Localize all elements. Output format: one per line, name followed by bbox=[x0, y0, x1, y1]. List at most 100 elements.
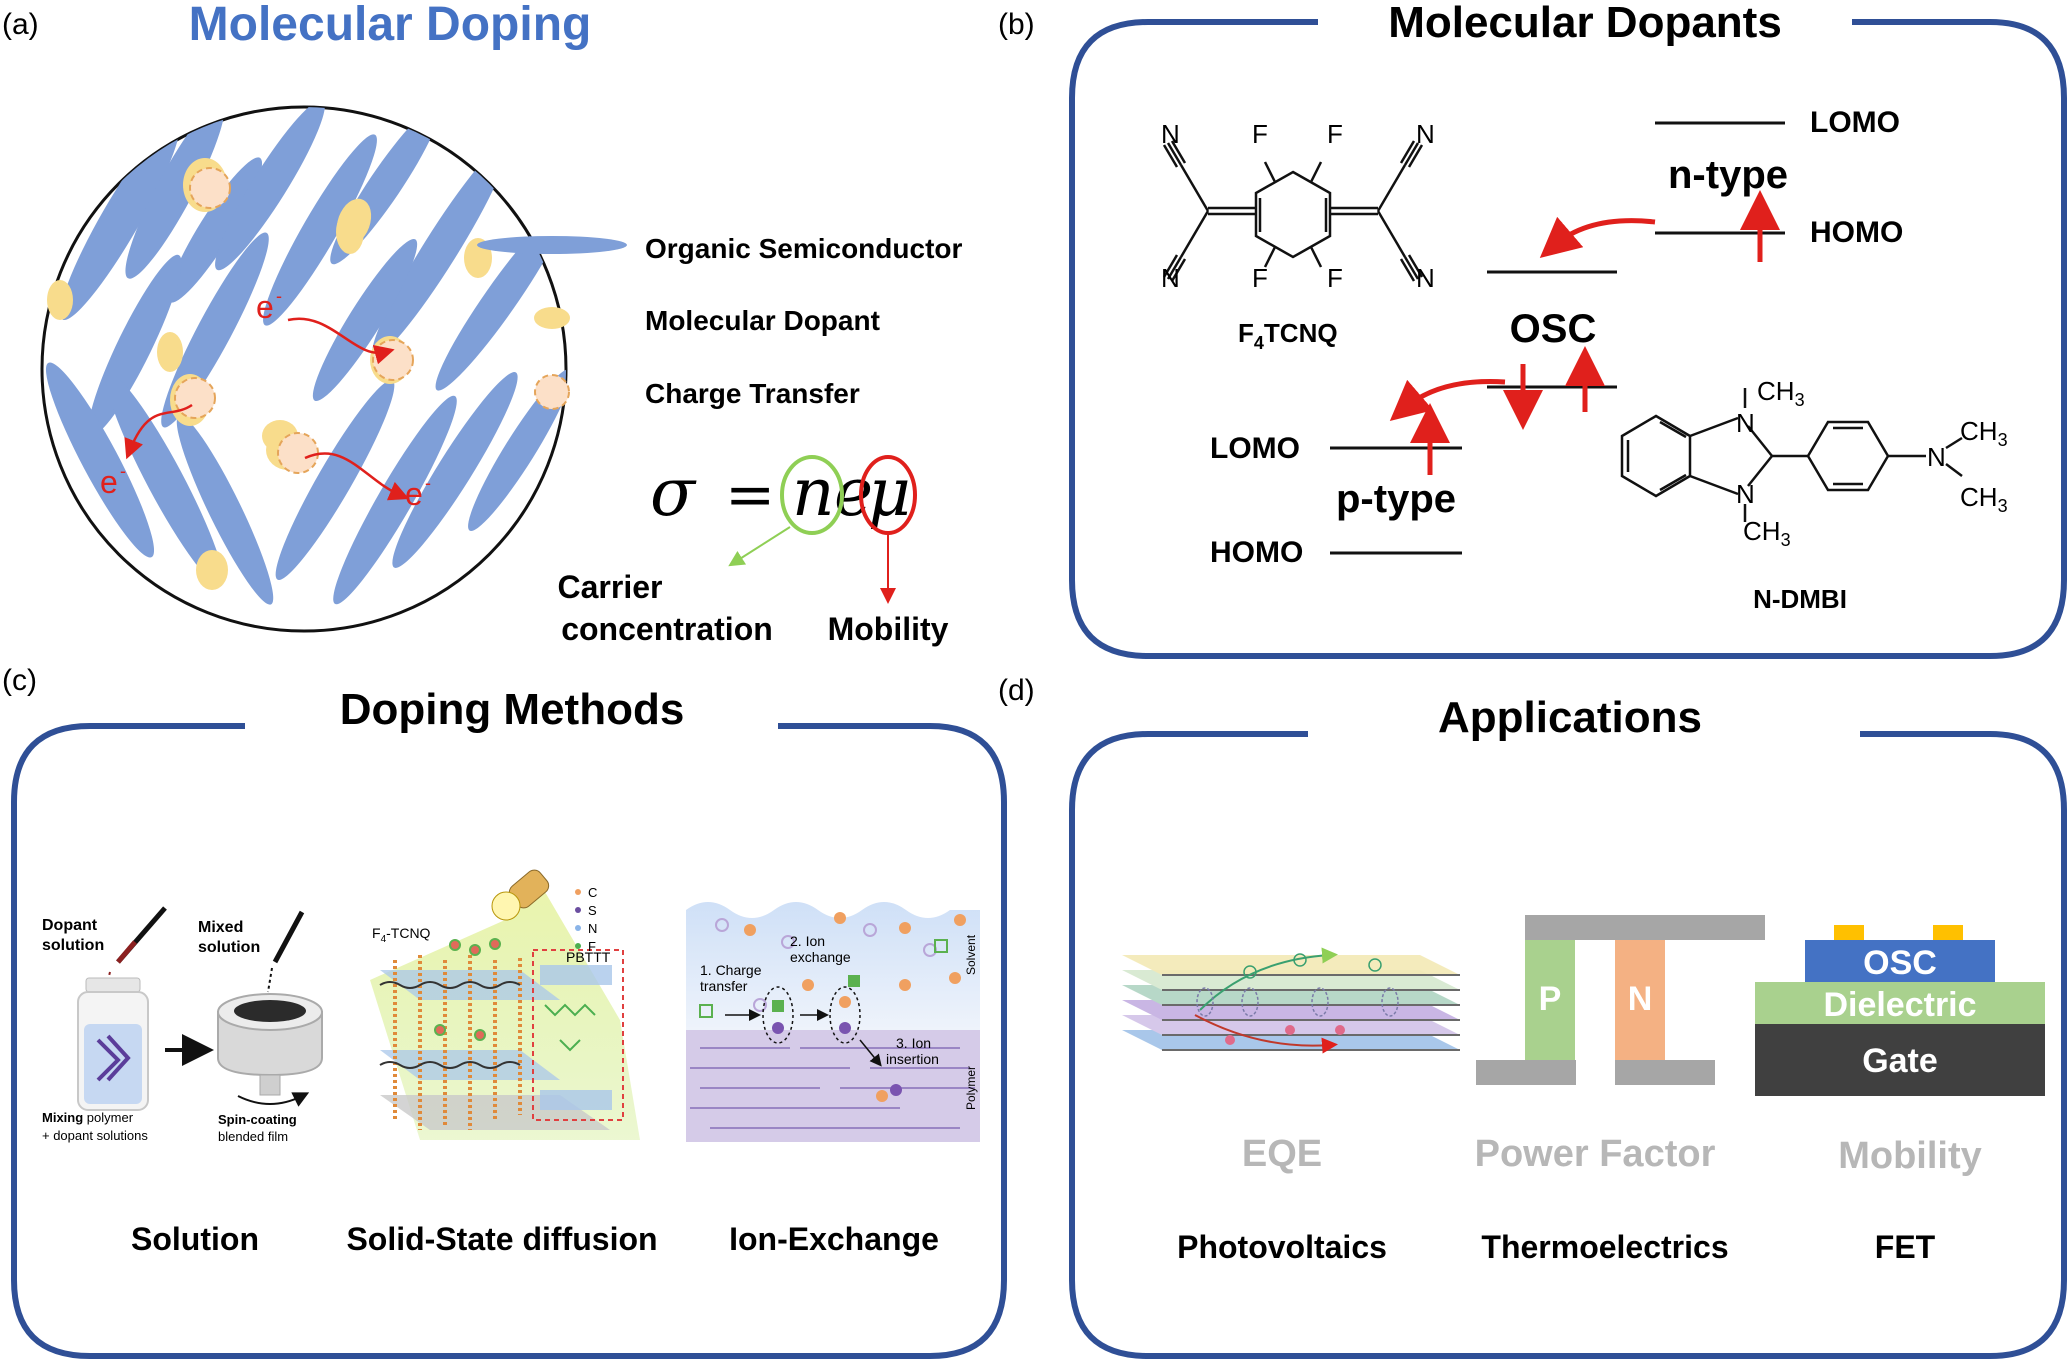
fet-device: OSC Dielectric Gate bbox=[1755, 925, 2045, 1096]
metric-eqe: EQE bbox=[1242, 1133, 1322, 1175]
f4tcnq-structure bbox=[1162, 140, 1424, 282]
legend-transfer-label: Charge Transfer bbox=[645, 378, 860, 409]
metric-power-factor: Power Factor bbox=[1475, 1133, 1716, 1175]
legend-transfer-swatch bbox=[534, 374, 570, 410]
spin-caption-2: blended film bbox=[218, 1129, 288, 1144]
p-type-lomo-label: LOMO bbox=[1210, 432, 1300, 465]
metric-mobility: Mobility bbox=[1838, 1135, 1982, 1177]
diffusion-f4tcnq-label: F4-TCNQ bbox=[372, 925, 431, 945]
ndmbi-atom-n2: N bbox=[1736, 479, 1755, 509]
fet-osc-layer bbox=[1805, 940, 1995, 982]
ionex-step3-1: 3. Ion bbox=[896, 1035, 931, 1051]
panel-a-label: (a) bbox=[2, 8, 39, 41]
carrier-label-2: concentration bbox=[561, 611, 773, 647]
panel-c-frame bbox=[11, 723, 1007, 1359]
ndmbi-name: N-DMBI bbox=[1753, 584, 1847, 614]
element-f: F bbox=[588, 939, 596, 954]
f4tcnq-atom-n2: N bbox=[1416, 119, 1435, 149]
mixed-solution-label-1: Mixed bbox=[198, 919, 243, 936]
thermo-n-leg bbox=[1615, 940, 1665, 1060]
panel-a-legend: Organic Semiconductor Molecular Dopant C… bbox=[477, 233, 962, 410]
ion-exchange-illustration: 1. Charge transfer 2. Ion exchange 3. Io… bbox=[686, 902, 980, 1142]
carrier-label-1: Carrier bbox=[558, 569, 663, 605]
method-ionex-label: Ion-Exchange bbox=[729, 1221, 939, 1257]
ndmbi-structure bbox=[1620, 388, 1963, 522]
thermoelectric-device: P N bbox=[1476, 915, 1765, 1085]
conductivity-equation: σ = n e μ Carrier concentration Mobility bbox=[558, 454, 949, 647]
f4tcnq-atom-f1: F bbox=[1252, 119, 1268, 149]
panel-d-title: Applications bbox=[1438, 693, 1702, 742]
ionex-step1-2: transfer bbox=[700, 978, 748, 994]
p-type-label: p-type bbox=[1336, 477, 1456, 521]
electron-label-1: e bbox=[256, 289, 274, 325]
carrier-arrow bbox=[728, 526, 791, 567]
semiconductor-circle: e - e - e - bbox=[40, 105, 568, 633]
fet-gate-layer bbox=[1755, 1024, 2045, 1096]
fet-gate-label: Gate bbox=[1862, 1042, 1938, 1080]
electron-sup-1: - bbox=[276, 286, 282, 306]
n-type-lomo-label: LOMO bbox=[1810, 106, 1900, 139]
mobility-label: Mobility bbox=[828, 611, 949, 647]
ndmbi-atom-n3: N bbox=[1927, 442, 1946, 472]
panel-b-frame bbox=[1069, 19, 2067, 659]
panel-a: (a) Molecular Doping bbox=[2, 0, 962, 647]
n-type-homo-label: HOMO bbox=[1810, 216, 1903, 249]
eq-equals: = bbox=[725, 460, 775, 530]
solution-illustration: Dopant solution Mixing polymer + dopant … bbox=[42, 906, 323, 1144]
ndmbi-atom-n1: N bbox=[1736, 408, 1755, 438]
legend-osc-swatch bbox=[477, 236, 627, 254]
ionex-step1-1: 1. Charge bbox=[700, 962, 762, 978]
mixing-caption-1: Mixing polymer bbox=[42, 1110, 134, 1125]
fet-drain-contact bbox=[1933, 925, 1963, 940]
n-type-transfer-arrow bbox=[1539, 216, 1656, 259]
panel-c-label: (c) bbox=[2, 664, 37, 697]
f4tcnq-atom-f3: F bbox=[1252, 263, 1268, 293]
panel-b-title: Molecular Dopants bbox=[1388, 0, 1782, 47]
method-diffusion-label: Solid-State diffusion bbox=[346, 1221, 657, 1257]
solvent-region bbox=[686, 902, 980, 1030]
panel-a-title: Molecular Doping bbox=[189, 0, 592, 51]
thermo-bottom-electrode-right bbox=[1615, 1060, 1715, 1085]
eq-n: n bbox=[792, 454, 835, 531]
f4tcnq-atom-f4: F bbox=[1327, 263, 1343, 293]
ne-highlight-circle bbox=[780, 455, 844, 535]
blended-film bbox=[234, 1000, 306, 1022]
mu-highlight-circle bbox=[859, 455, 917, 535]
mixed-pipette bbox=[272, 910, 305, 964]
legend-dopant-swatch bbox=[534, 307, 570, 329]
electron-label-2: e bbox=[100, 464, 118, 500]
ndmbi-methyl-3: CH3 bbox=[1960, 416, 2008, 450]
thermo-p-leg bbox=[1525, 940, 1575, 1060]
vial-cap bbox=[85, 977, 141, 993]
mixed-solution-label-2: solution bbox=[198, 939, 260, 956]
fet-dielectric-layer bbox=[1755, 982, 2045, 1024]
eq-sigma: σ bbox=[650, 454, 697, 531]
dopant-solution-label-2: solution bbox=[42, 937, 104, 954]
fet-source-contact bbox=[1834, 925, 1864, 940]
solvent-label: Solvent bbox=[964, 934, 978, 975]
f4tcnq-atom-n1: N bbox=[1161, 119, 1180, 149]
electron-sup-3: - bbox=[425, 473, 431, 493]
p-type-homo-label: HOMO bbox=[1210, 536, 1303, 569]
legend-dopant-label: Molecular Dopant bbox=[645, 305, 880, 336]
fet-osc-label: OSC bbox=[1863, 944, 1937, 982]
element-n: N bbox=[588, 921, 597, 936]
app-photovoltaics: Photovoltaics bbox=[1177, 1229, 1387, 1265]
polymer-region bbox=[686, 1030, 980, 1142]
f4tcnq-atom-n4: N bbox=[1416, 263, 1435, 293]
ndmbi-atoms: N N N CH3 CH3 CH3 CH3 bbox=[1736, 376, 2008, 550]
p-type-transfer-arrow bbox=[1389, 379, 1506, 422]
pbttt-label: PBTTT bbox=[566, 949, 611, 965]
n-type-label: n-type bbox=[1668, 153, 1788, 197]
thermo-p-label: P bbox=[1539, 980, 1562, 1018]
method-solution-label: Solution bbox=[131, 1221, 259, 1257]
ionex-step3-2: insertion bbox=[886, 1051, 939, 1067]
legend-osc-label: Organic Semiconductor bbox=[645, 233, 962, 264]
f4tcnq-atoms: N N N N F F F F bbox=[1161, 119, 1435, 293]
photovoltaic-stack bbox=[1122, 947, 1460, 1054]
f4tcnq-atom-n3: N bbox=[1161, 263, 1180, 293]
ndmbi-methyl-1: CH3 bbox=[1757, 376, 1805, 410]
polymer-label: Polymer bbox=[964, 1066, 978, 1110]
panel-b-label: (b) bbox=[998, 8, 1035, 41]
